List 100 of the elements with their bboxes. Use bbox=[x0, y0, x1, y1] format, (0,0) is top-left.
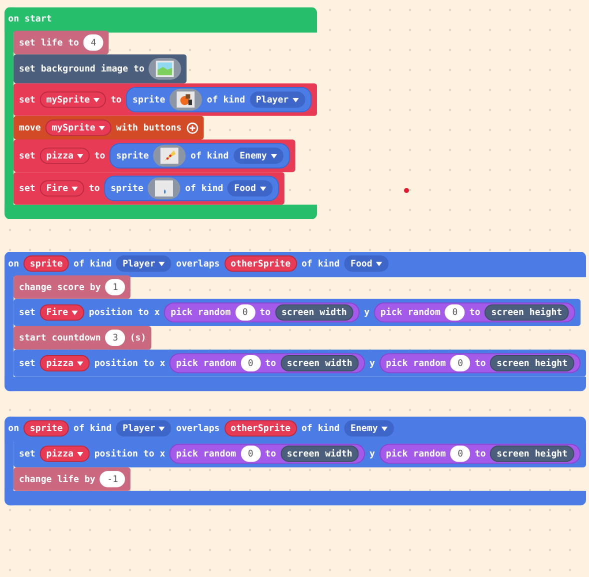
dropdown: Fire bbox=[40, 180, 84, 197]
block-label: set bbox=[19, 308, 36, 318]
reporter-block: screen width bbox=[280, 446, 359, 462]
code-block bbox=[14, 139, 295, 172]
variable-reporter: sprite bbox=[24, 255, 69, 272]
reporter-block: screen height bbox=[490, 355, 574, 372]
block-label: move bbox=[19, 122, 41, 133]
block-label: overlaps bbox=[176, 258, 220, 269]
block-label: on bbox=[8, 423, 20, 434]
event-block bbox=[4, 416, 586, 506]
block-label: set bbox=[19, 358, 36, 368]
reporter-block bbox=[126, 86, 312, 112]
block-label: set background image to bbox=[19, 64, 144, 74]
image-slot bbox=[170, 88, 202, 110]
reporter-block bbox=[374, 302, 575, 322]
block-label: pick random bbox=[176, 358, 236, 368]
number-field: 0 bbox=[240, 355, 261, 372]
block-label: of kind bbox=[74, 423, 112, 434]
reporter-block: screen height bbox=[490, 446, 574, 462]
dropdown: mySprite bbox=[45, 120, 112, 136]
block-label: set bbox=[19, 94, 36, 105]
block-label: pick random bbox=[176, 448, 236, 459]
reporter-block bbox=[380, 444, 580, 464]
block-label: of kind bbox=[74, 258, 112, 269]
reporter-block bbox=[164, 302, 360, 322]
reporter-block bbox=[170, 353, 366, 374]
number-field: 4 bbox=[84, 34, 104, 51]
block-label: sprite bbox=[132, 94, 166, 105]
reporter-block bbox=[380, 353, 580, 374]
block-label: of kind bbox=[206, 94, 246, 105]
block-label: start countdown bbox=[19, 332, 101, 343]
dropdown: mySprite bbox=[40, 91, 106, 108]
block-label: with buttons bbox=[116, 122, 182, 133]
variable-reporter: otherSprite bbox=[224, 255, 297, 272]
code-block bbox=[14, 116, 204, 140]
block-label: to bbox=[265, 358, 276, 368]
node-label: mySprite bbox=[46, 94, 90, 105]
code-block bbox=[14, 30, 109, 54]
reporter-block bbox=[110, 143, 290, 168]
block-label: pick random bbox=[380, 308, 440, 318]
code-block bbox=[14, 350, 586, 377]
code-block bbox=[14, 172, 284, 205]
block-label: on start bbox=[8, 14, 52, 24]
block-label: to bbox=[260, 308, 271, 318]
dropdown: Enemy bbox=[233, 148, 284, 164]
block-label: y bbox=[364, 308, 370, 318]
reporter-block bbox=[170, 444, 366, 464]
block-label: to bbox=[469, 308, 480, 318]
block-label: overlaps bbox=[176, 423, 220, 434]
image-slot bbox=[148, 178, 181, 200]
dropdown: pizza bbox=[40, 446, 90, 462]
number-field: 1 bbox=[105, 278, 126, 296]
block-label: set bbox=[19, 183, 36, 194]
block-label: on bbox=[8, 258, 20, 269]
block-label: sprite bbox=[110, 183, 144, 194]
reporter-block: screen height bbox=[484, 304, 568, 321]
node-label: pizza bbox=[46, 150, 74, 161]
number-field: 0 bbox=[235, 304, 256, 321]
reporter-block: screen width bbox=[275, 304, 354, 321]
block-label: pick random bbox=[170, 308, 231, 318]
number-field: -1 bbox=[100, 470, 126, 488]
node-label: Fire bbox=[46, 183, 68, 194]
number-field: 0 bbox=[450, 355, 470, 372]
code-block bbox=[14, 83, 317, 116]
dropdown: Fire bbox=[40, 304, 84, 321]
block-label: change score by bbox=[19, 282, 101, 292]
dropdown: Player bbox=[250, 91, 305, 108]
block-label: to bbox=[265, 448, 276, 459]
number-field: 3 bbox=[105, 330, 126, 346]
block-label: y bbox=[370, 358, 375, 368]
dropdown: Player bbox=[116, 255, 172, 272]
block-label: of kind bbox=[301, 423, 340, 434]
dropdown: Food bbox=[344, 255, 389, 272]
block-label: of kind bbox=[301, 258, 340, 269]
number-field: 0 bbox=[444, 304, 465, 321]
block-label: position to x bbox=[88, 308, 160, 318]
block-label: pick random bbox=[386, 448, 446, 459]
code-block bbox=[14, 467, 131, 491]
block-label: to bbox=[94, 150, 106, 161]
code-block bbox=[14, 54, 188, 84]
block-label: (s) bbox=[130, 332, 146, 343]
code-block bbox=[14, 298, 580, 326]
event-block bbox=[4, 252, 586, 392]
code-block bbox=[14, 275, 131, 299]
dropdown: Enemy bbox=[344, 420, 394, 437]
code-block bbox=[14, 326, 152, 350]
variable-reporter: otherSprite bbox=[224, 420, 297, 437]
event-block bbox=[4, 7, 317, 220]
dropdown: pizza bbox=[40, 355, 90, 372]
number-field: 0 bbox=[450, 446, 470, 462]
code-block bbox=[14, 440, 586, 468]
reporter-block bbox=[104, 176, 279, 202]
block-label: set bbox=[19, 150, 36, 161]
block-label: of kind bbox=[185, 183, 224, 194]
dropdown: Food bbox=[228, 180, 272, 197]
variable-reporter: sprite bbox=[24, 420, 69, 437]
block-label: to bbox=[474, 358, 486, 368]
block-label: set life to bbox=[19, 38, 79, 48]
block-label: to bbox=[110, 94, 122, 105]
block-label: of kind bbox=[190, 150, 229, 161]
